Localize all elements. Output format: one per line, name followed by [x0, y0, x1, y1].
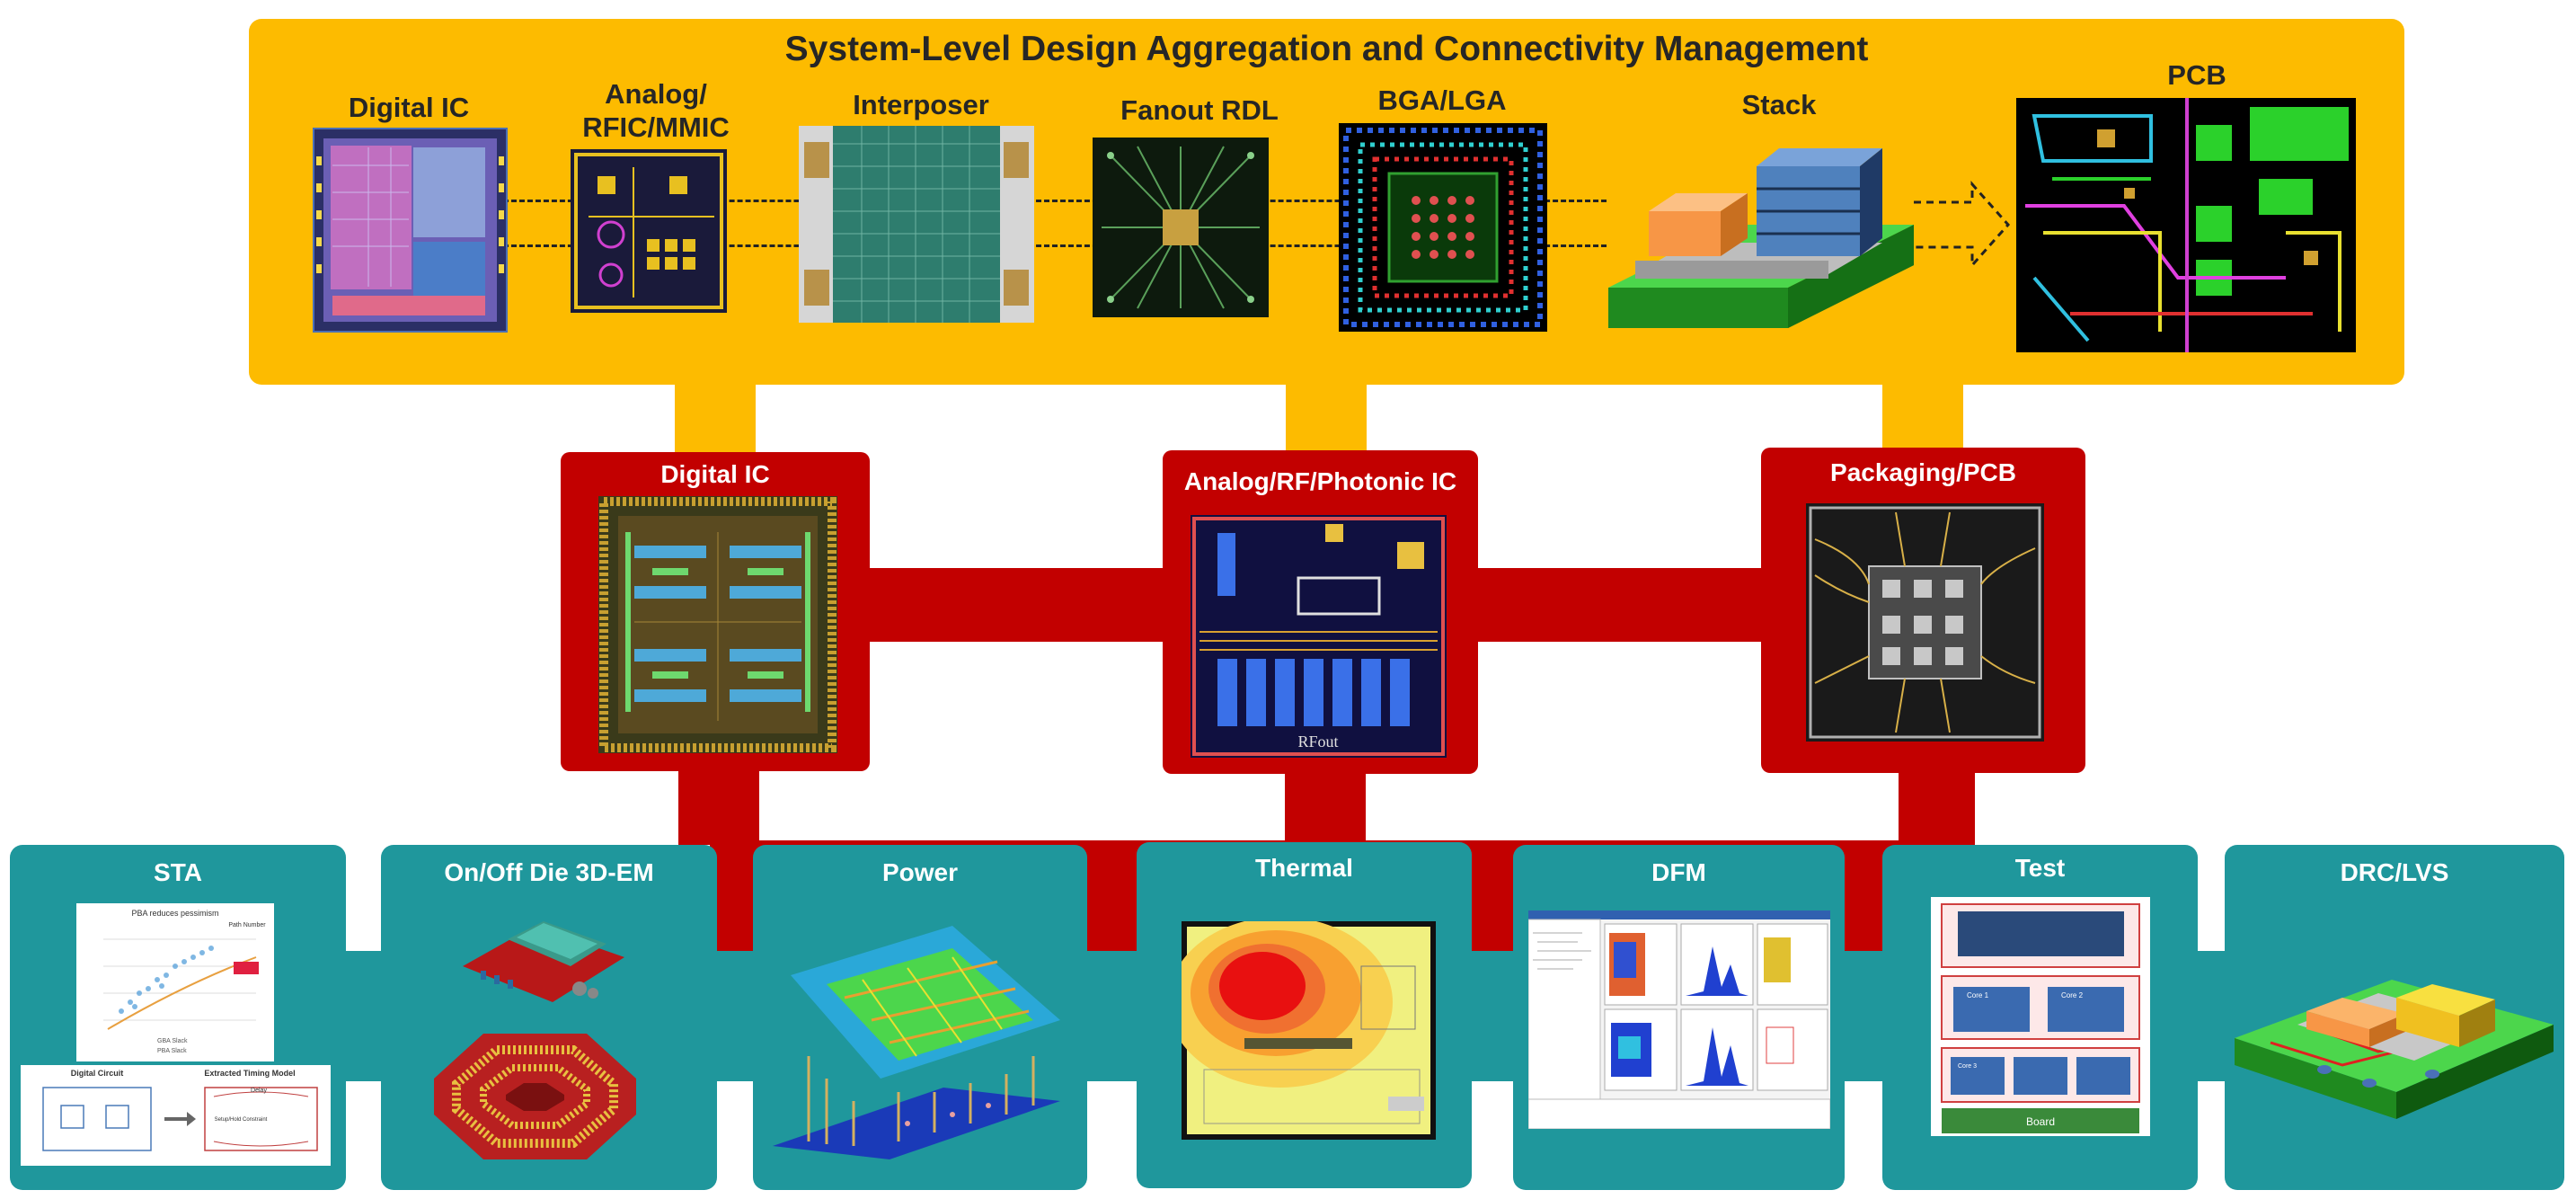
top-label-digital-ic: Digital IC: [348, 92, 470, 123]
analysis-label-thermal: Thermal: [1255, 854, 1353, 882]
em-spiral-inductor-image: [429, 1025, 641, 1168]
test-board-label: Board: [2026, 1115, 2055, 1128]
sta-timing-model-image: Digital Circuit Extracted Timing Model D…: [21, 1065, 331, 1166]
top-label-analog-rfic: Analog/ RFIC/MMIC: [582, 78, 730, 143]
digital-ic-layout-image: [598, 496, 837, 753]
top-label-stack: Stack: [1741, 89, 1817, 120]
top-label-interposer: Interposer: [853, 89, 989, 120]
analysis-label-drc-lvs: DRC/LVS: [2340, 858, 2449, 886]
sta-chart-title: PBA reduces pessimism: [131, 909, 218, 918]
teal-link-5: [1840, 951, 1885, 1081]
sta-setup-label: Setup/Hold Constraint: [215, 1117, 268, 1123]
bus-drop-left: [678, 764, 759, 845]
top-label-fanout-rdl: Fanout RDL: [1120, 94, 1279, 126]
test-core-c: Core 3: [1958, 1063, 1977, 1070]
analysis-label-test: Test: [2014, 854, 2066, 882]
page-title: System-Level Design Aggregation and Conn…: [784, 30, 1869, 68]
sta-delay-label: Delay: [251, 1088, 267, 1094]
sta-series-b: PBA Slack: [157, 1048, 187, 1054]
middle-label-analog-rf-photonic: Analog/RF/Photonic IC: [1183, 467, 1457, 495]
connector-top-center: [1286, 377, 1367, 458]
teal-link-6: [2192, 951, 2228, 1081]
bus-drop-right: [1899, 764, 1975, 845]
analysis-label-dfm: DFM: [1651, 858, 1706, 886]
connector-top-left: [675, 377, 756, 458]
analog-rfic-die-image: [571, 149, 727, 313]
teal-link-4: [1469, 951, 1514, 1081]
middle-label-packaging-pcb: Packaging/PCB: [1830, 458, 2016, 486]
test-core-b: Core 2: [2061, 991, 2084, 999]
teal-link-3: [1083, 951, 1137, 1081]
pcb-layout-image: [2016, 98, 2356, 352]
power-grid-3d-image: [773, 921, 1069, 1164]
em-package-model-image: [454, 903, 633, 1011]
test-architecture-image: Core 1 Core 2 Core 3 Board: [1931, 897, 2150, 1136]
bga-lga-image: [1339, 123, 1547, 332]
packaging-pcb-layout-image: [1806, 503, 2044, 742]
thermal-map-image: [1182, 921, 1436, 1140]
sta-circuit-title: Digital Circuit: [71, 1069, 124, 1078]
analysis-label-power: Power: [881, 858, 959, 886]
teal-link-2: [710, 951, 755, 1081]
dashed-link-lower: [503, 244, 1607, 247]
dashed-arrow-icon: [1909, 180, 2013, 270]
dfm-tool-screenshot-image: [1528, 910, 1830, 1129]
teal-link-1: [341, 951, 386, 1081]
connector-top-right: [1882, 377, 1963, 454]
stack-3d-image: [1604, 126, 1914, 346]
sta-series-a: GBA Slack: [157, 1038, 188, 1044]
analysis-label-sta: STA: [154, 858, 202, 886]
fanout-rdl-image: [1093, 138, 1269, 317]
rfout-label: RFout: [1297, 733, 1338, 750]
dashed-link-upper: [503, 200, 1607, 202]
top-label-pcb: PCB: [2167, 59, 2226, 91]
sta-slack-chart-image: PBA reduces pessimism Path Number GBA Sl…: [76, 903, 274, 1061]
digital-ic-die-image: [313, 128, 508, 333]
middle-label-digital-ic: Digital IC: [660, 460, 770, 488]
analog-rf-photonic-layout-image: RFout: [1191, 515, 1447, 758]
test-core-a: Core 1: [1967, 991, 1989, 999]
sta-model-title: Extracted Timing Model: [204, 1069, 295, 1078]
sta-chart-legend: Path Number: [228, 922, 266, 928]
drc-lvs-stack-image: [2235, 962, 2554, 1119]
analysis-label-3d-em: On/Off Die 3D-EM: [444, 858, 654, 886]
top-label-bga-lga: BGA/LGA: [1377, 84, 1507, 116]
bus-drop-center: [1285, 764, 1366, 845]
interposer-image: [799, 126, 1034, 323]
